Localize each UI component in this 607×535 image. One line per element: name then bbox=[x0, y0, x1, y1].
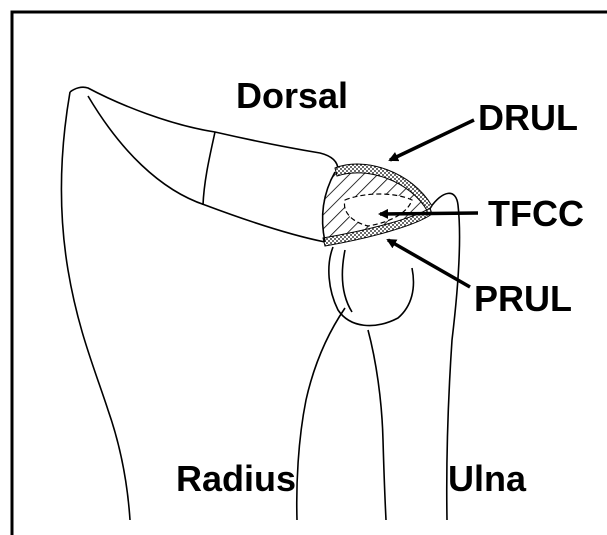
label-radius: Radius bbox=[176, 458, 296, 499]
label-prul: PRUL bbox=[474, 278, 572, 319]
tfcc-arrow bbox=[380, 213, 478, 214]
label-ulna: Ulna bbox=[448, 458, 527, 499]
drul-arrow bbox=[390, 120, 474, 160]
prul-arrow bbox=[388, 240, 470, 287]
label-dorsal: Dorsal bbox=[236, 75, 348, 116]
tfcc-complex bbox=[315, 155, 440, 250]
label-drul: DRUL bbox=[478, 97, 578, 138]
label-tfcc: TFCC bbox=[488, 193, 584, 234]
radius-bone bbox=[61, 87, 345, 520]
